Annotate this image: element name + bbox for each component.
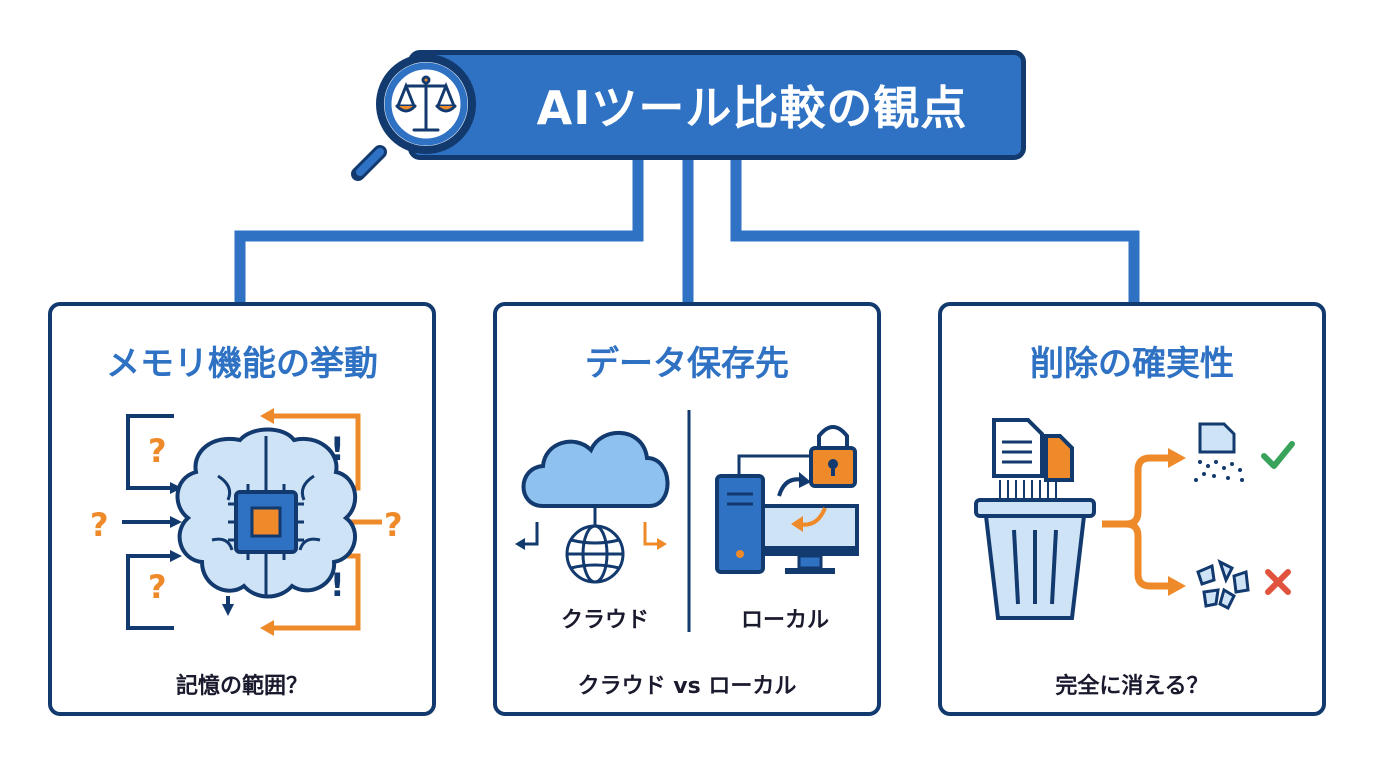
x-icon (1265, 569, 1291, 595)
connector-left (234, 160, 644, 304)
card-memory: メモリ機能の挙動 ? ? ? ? (48, 302, 436, 716)
cloud-label: クラウド (560, 608, 649, 633)
trash-shredder-icon (974, 418, 1295, 620)
svg-text:?: ? (90, 506, 109, 544)
local-label: ローカル (740, 608, 829, 633)
check-icon (1261, 441, 1295, 469)
svg-text:?: ? (148, 568, 167, 606)
card-caption: クラウド vs ローカル (577, 674, 797, 699)
brain-chip-icon: ? ? ? ? ! ! (90, 408, 403, 636)
page-title: AIツール比較の観点 (536, 81, 968, 135)
connector-right (730, 160, 1140, 304)
card-deletion: 削除の確実性 (938, 302, 1326, 716)
card-caption: 記憶の範囲？ (175, 674, 308, 699)
document-icon (992, 418, 1074, 482)
card-caption: 完全に消える？ (1055, 674, 1209, 699)
storage-illustration (515, 410, 859, 632)
card-title: データ保存先 (585, 344, 789, 384)
cloud-icon (521, 430, 670, 508)
card-storage: データ保存先 (493, 302, 881, 716)
svg-text:?: ? (384, 506, 403, 544)
globe-icon (565, 524, 625, 584)
card-title: メモリ機能の挙動 (106, 344, 378, 384)
magnifier-icon (351, 54, 476, 181)
svg-text:?: ? (148, 432, 167, 470)
card-title: 削除の確実性 (1030, 344, 1234, 384)
lock-icon (809, 425, 857, 488)
title-banner: AIツール比較の観点 (408, 50, 1026, 160)
computer-icon (715, 454, 859, 574)
scale-icon (395, 75, 457, 132)
